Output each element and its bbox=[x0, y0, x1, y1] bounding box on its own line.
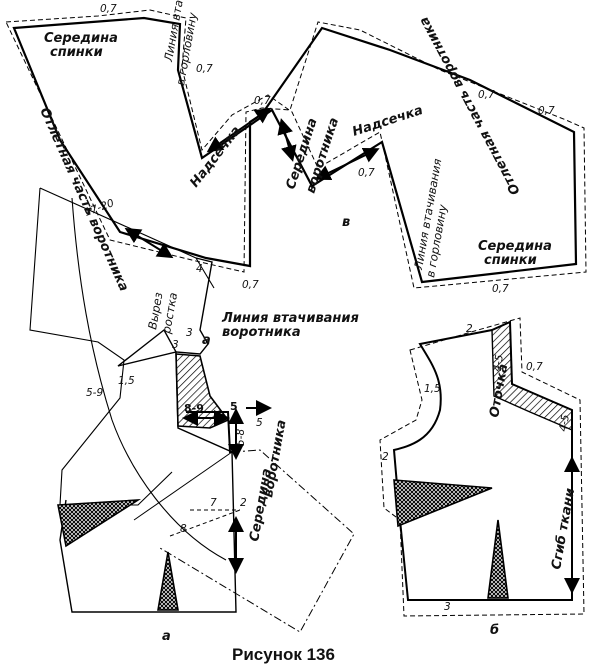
liniya-a-label-1: Линия втачивания bbox=[221, 311, 359, 326]
m-4-5a: 4-5 bbox=[491, 353, 506, 372]
liniya-a-label-2: воротника bbox=[222, 325, 301, 340]
panel-v-label: в bbox=[342, 215, 350, 230]
m-1-5-b: 1,5 bbox=[424, 383, 441, 395]
seredina-spinki-label-2b: спинки bbox=[484, 253, 537, 268]
hatched-facing-a bbox=[175, 353, 230, 429]
diag-line-1 bbox=[133, 451, 233, 521]
m-5b: 5 bbox=[256, 417, 263, 429]
m-8-9: 8-9 bbox=[184, 402, 204, 415]
seredina-spinki-label-1: Середина bbox=[44, 31, 118, 46]
allowance-5: 0,7 bbox=[478, 89, 495, 101]
m-0-7-b: 0,7 bbox=[526, 361, 543, 373]
allowance-8: 0,7 bbox=[242, 279, 259, 291]
armhole-curve bbox=[71, 197, 227, 561]
allowance-7: 0,7 bbox=[492, 283, 509, 295]
back-pattern-b: 2 4-5 0,7 1,5 Оточка 4-5 2 Сгиб ткани 3 … bbox=[379, 317, 585, 638]
pattern-b-outline bbox=[392, 320, 573, 601]
front-pattern-a: 17-20 4 Вырез ростка Линия втачивания во… bbox=[29, 187, 359, 644]
otletnaya-label-1: Отлетная часть воротника bbox=[36, 106, 131, 294]
waist-dart-b bbox=[487, 519, 509, 599]
waist-dart-a bbox=[157, 551, 179, 611]
side-dart-a bbox=[57, 499, 142, 548]
allowance-3: 0,7 bbox=[254, 95, 271, 107]
shoulder-top bbox=[39, 187, 197, 259]
seredina-spinki-label-1b: спинки bbox=[50, 45, 103, 60]
figure-caption: Рисунок 136 bbox=[232, 645, 335, 664]
hatched-facing-b bbox=[491, 320, 573, 432]
arrow-17-20 bbox=[124, 227, 174, 259]
point-a: a bbox=[202, 333, 211, 348]
panel-b-label: б bbox=[490, 623, 499, 638]
allowance-2: 0,7 bbox=[196, 63, 213, 75]
pattern-b-allowance bbox=[379, 317, 585, 617]
collar-placement-line bbox=[159, 449, 355, 633]
collar-outline bbox=[12, 16, 578, 284]
m-4: 4 bbox=[196, 263, 203, 275]
side-dart-b bbox=[393, 479, 493, 528]
m-3b: 3 bbox=[172, 339, 179, 351]
m-5-8: 5-8 bbox=[235, 429, 247, 446]
m-7: 7 bbox=[210, 497, 217, 509]
allowance-1: 0,7 bbox=[100, 3, 117, 15]
collar-placement-inner bbox=[169, 509, 241, 537]
m-8: 8 bbox=[180, 523, 187, 535]
panel-a-label: а bbox=[162, 629, 171, 644]
m-4-5b: 4-5 bbox=[557, 413, 572, 432]
m-3-b: 3 bbox=[444, 601, 451, 613]
m-2a-b: 2 bbox=[466, 323, 473, 335]
collar-pattern: Середина спинки Линия втачивания в горло… bbox=[5, 0, 587, 295]
m-1-5: 1,5 bbox=[118, 375, 135, 387]
m-5-9: 5-9 bbox=[86, 387, 103, 399]
collar-arrow-1 bbox=[206, 107, 272, 153]
allowance-4: 0,7 bbox=[358, 167, 375, 179]
m-2b-b: 2 bbox=[382, 451, 389, 463]
m-3: 3 bbox=[186, 327, 193, 339]
seredina-vor-a-2: воротника bbox=[261, 419, 289, 499]
neck-line bbox=[195, 257, 215, 289]
m-5: 5 bbox=[230, 400, 238, 413]
seredina-spinki-label-2: Середина bbox=[478, 239, 552, 254]
allowance-6: 0,7 bbox=[538, 105, 555, 117]
vyrez-label-a: Вырез bbox=[145, 291, 165, 330]
m-2: 2 bbox=[240, 497, 247, 509]
sgib-label: Сгиб ткани bbox=[549, 487, 578, 571]
collar-arrow-3 bbox=[314, 148, 380, 180]
nadsechka-label-2: Надсечка bbox=[351, 103, 425, 140]
collar-arrow-2 bbox=[277, 118, 297, 162]
front-body-outline bbox=[59, 257, 237, 613]
